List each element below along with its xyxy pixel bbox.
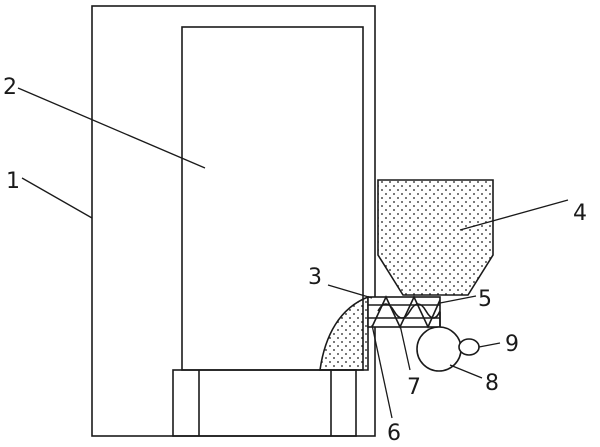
label-7: 7: [407, 375, 421, 400]
label-1: 1: [6, 169, 20, 194]
material-pile: [319, 295, 369, 371]
leader-1: [21, 177, 93, 219]
inner-chamber: [181, 26, 364, 371]
leader-7: [399, 324, 411, 371]
label-6: 6: [387, 421, 401, 446]
screw-flight: [371, 295, 441, 329]
leader-3: [327, 284, 373, 299]
label-8: 8: [485, 371, 499, 396]
hopper: [377, 179, 494, 296]
label-5: 5: [478, 287, 492, 312]
leader-5: [439, 295, 477, 304]
leader-6: [371, 324, 393, 419]
small-wheel: [458, 338, 480, 356]
label-9: 9: [505, 332, 519, 357]
screw-shaft-curve: [377, 303, 441, 319]
leader-8: [449, 364, 483, 379]
motor: [416, 326, 462, 372]
outer-cabinet: [91, 5, 376, 437]
leader-9: [478, 342, 501, 348]
label-3: 3: [308, 265, 322, 290]
base-block: [172, 369, 357, 437]
label-4: 4: [573, 201, 587, 226]
leader-4: [459, 199, 569, 231]
label-2: 2: [3, 75, 17, 100]
leader-2: [17, 87, 206, 169]
